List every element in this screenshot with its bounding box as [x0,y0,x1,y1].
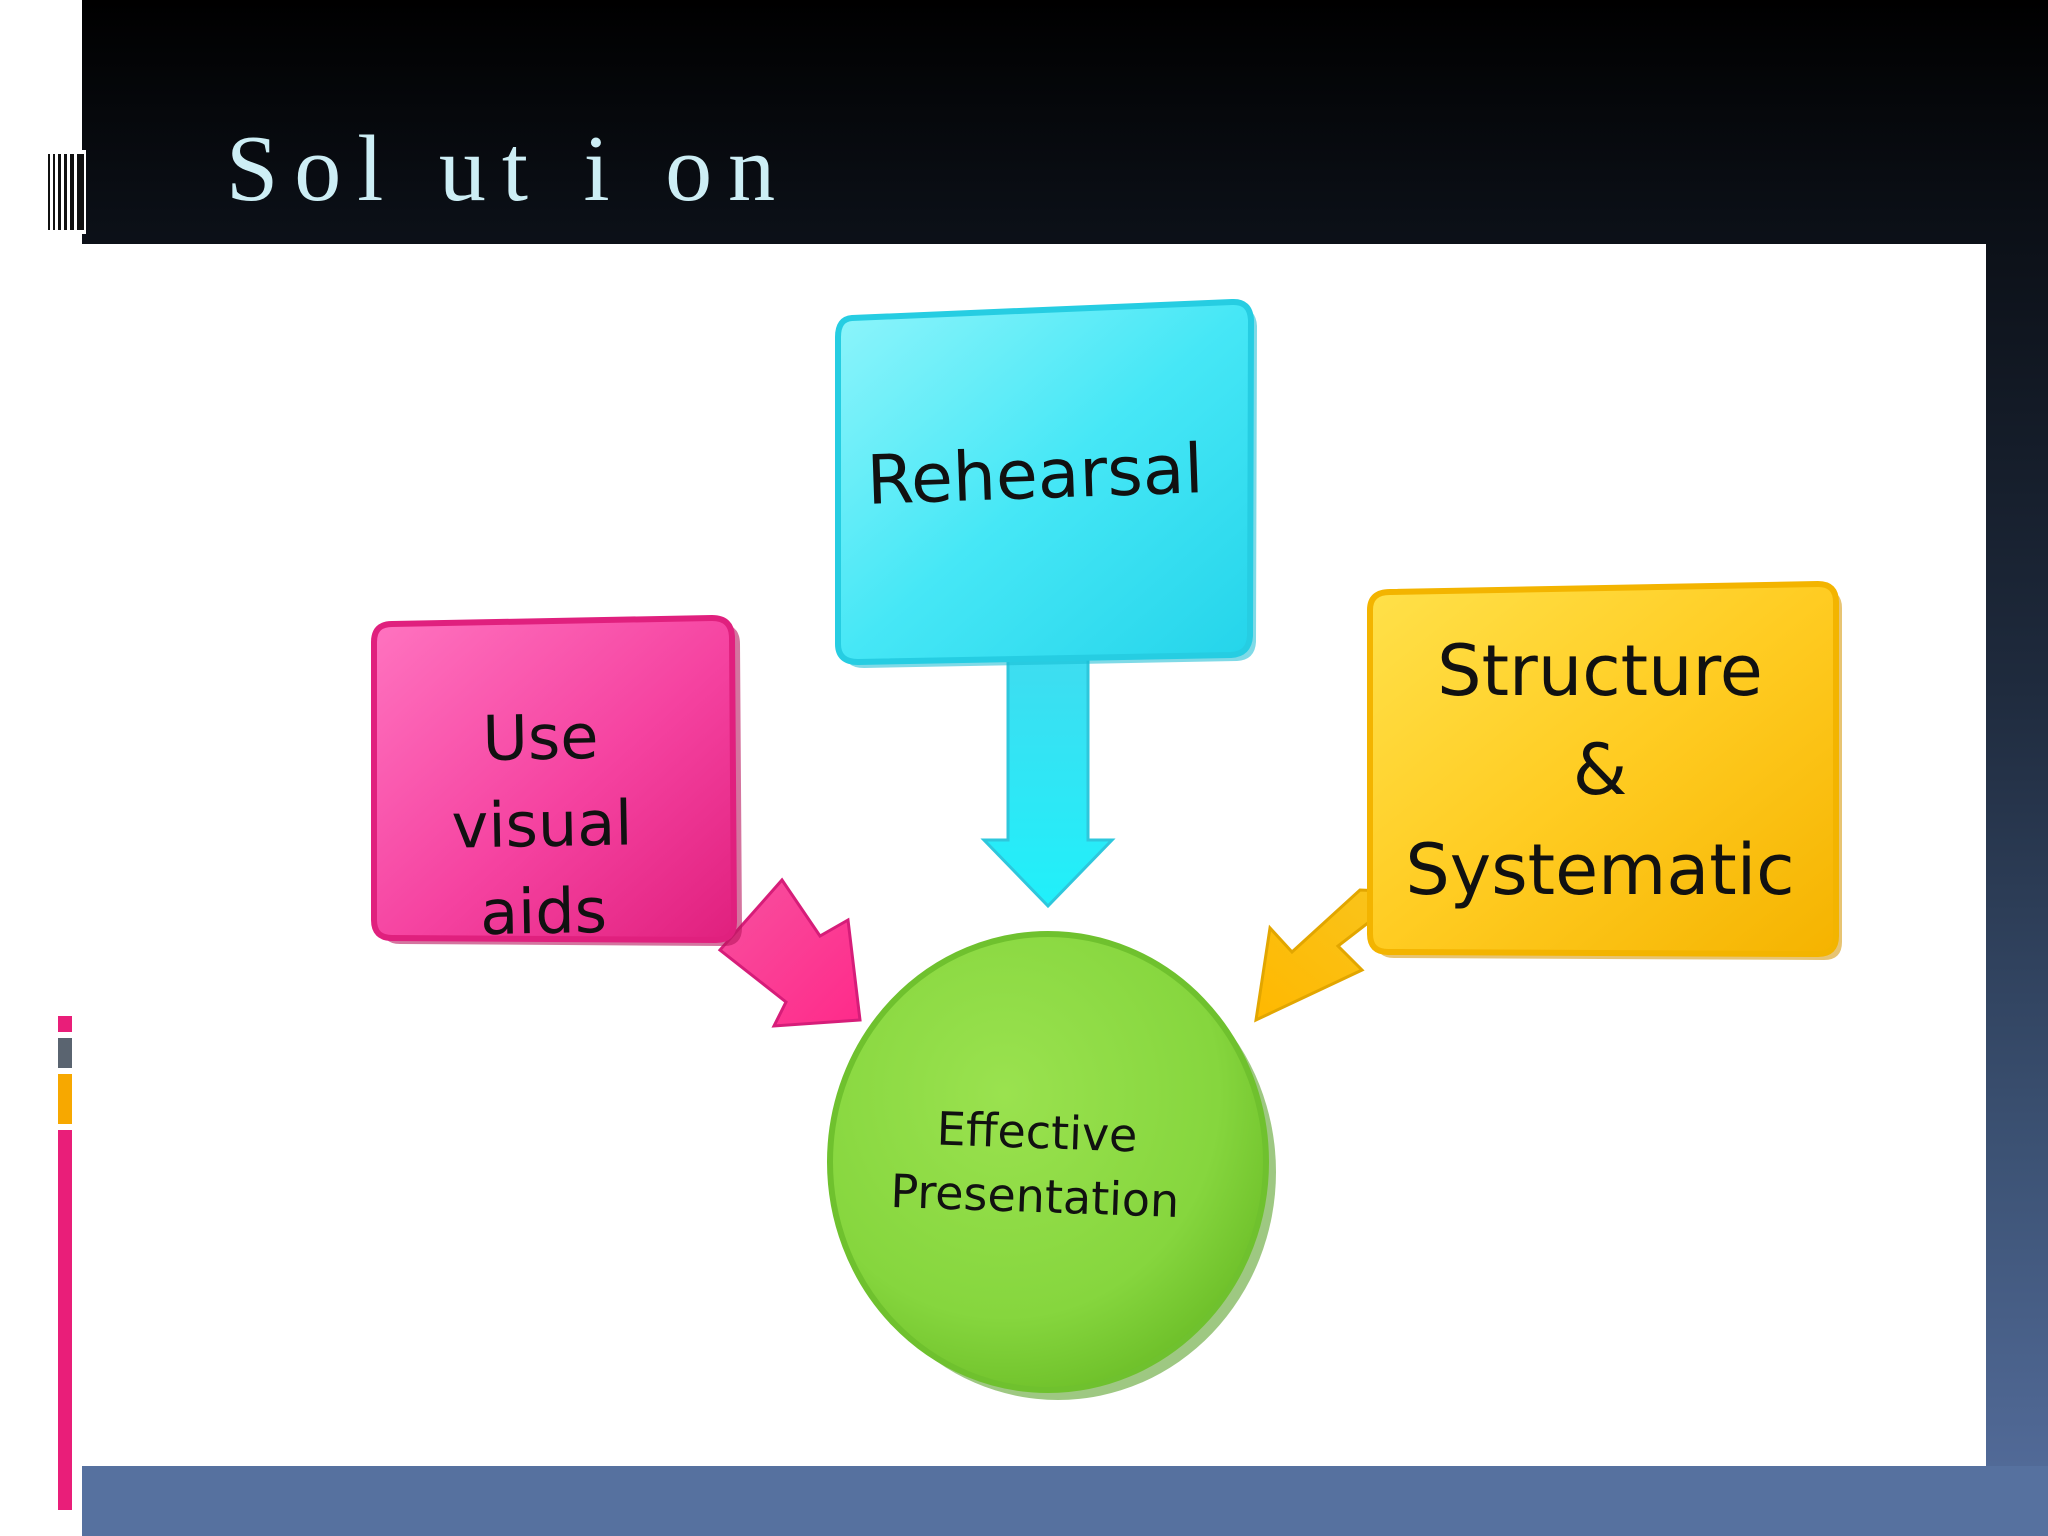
node-rehearsal-label: Rehearsal [854,430,1216,521]
accent-bars [58,1016,72,1510]
node-structure-label: Structure & Systematic [1380,622,1820,920]
arrow-structure-to-center [1254,888,1413,1023]
node-visual-label: Use visual aids [390,692,694,958]
visual-text-line2: aids [479,873,608,949]
rehearsal-text: Rehearsal [865,430,1205,521]
bottom-band [82,1466,2048,1536]
slide-title: Sol ut i on [226,117,792,221]
node-center-label: Effective Presentation [864,1094,1208,1235]
arrow-visual-to-center [717,877,862,1028]
center-text-line1: Effective [935,1101,1139,1163]
node-center-circle [827,931,1276,1400]
structure-text-line3: Systematic [1405,828,1795,911]
structure-text-line2: & [1572,729,1628,812]
node-visual-box [371,614,742,946]
center-text-line2: Presentation [889,1164,1181,1229]
node-rehearsal-box [835,298,1257,668]
structure-text-line1: Structure [1437,630,1763,712]
title-decoration [46,150,86,234]
arrow-rehearsal-to-center [980,650,1116,909]
node-structure-box [1367,580,1842,960]
visual-text-line1: Use visual [450,700,633,863]
